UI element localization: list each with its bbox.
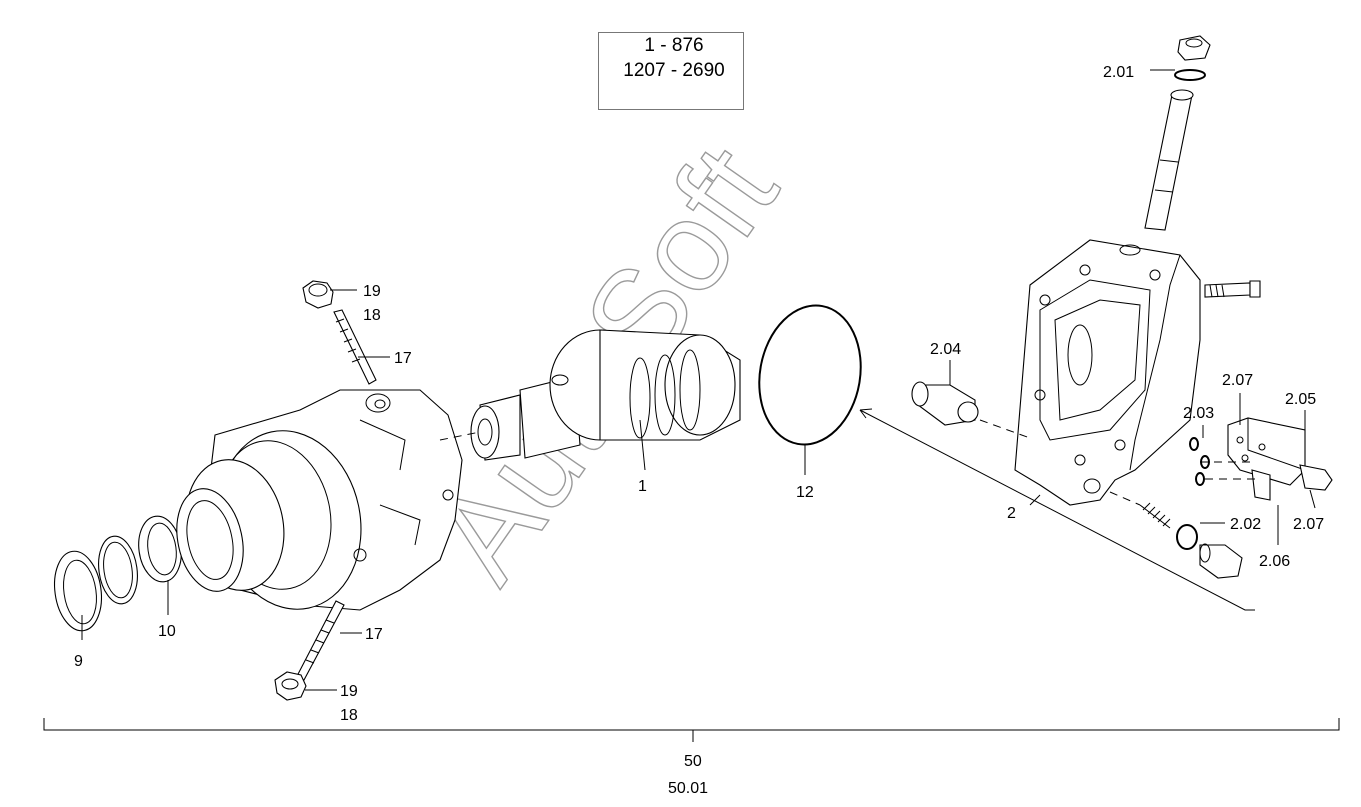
label-2-07-bottom: 2.07 <box>1293 516 1324 533</box>
label-50: 50 <box>684 753 702 770</box>
part-2-01-plug[interactable] <box>1177 35 1211 61</box>
part-10-ring[interactable] <box>135 513 186 584</box>
part-2-02-plug[interactable] <box>1199 543 1243 579</box>
label-2-05: 2.05 <box>1285 391 1316 408</box>
label-2-06: 2.06 <box>1259 553 1290 570</box>
housing[interactable] <box>168 389 463 623</box>
label-18-top: 18 <box>363 307 381 324</box>
part-19-nut-bottom[interactable] <box>274 671 307 701</box>
label-17-top: 17 <box>394 350 412 367</box>
part-19-nut-top[interactable] <box>302 280 334 309</box>
part-17-stud-top[interactable] <box>333 309 377 385</box>
label-50-01: 50.01 <box>668 780 708 797</box>
label-9: 9 <box>74 653 83 670</box>
label-2-03: 2.03 <box>1183 405 1214 422</box>
label-18-bottom: 18 <box>340 707 358 724</box>
label-2-04: 2.04 <box>930 341 961 358</box>
part-2-bolt[interactable] <box>1204 280 1261 298</box>
part-17-stud-bottom[interactable] <box>295 600 345 681</box>
part-2-01-spool[interactable] <box>1144 89 1194 231</box>
part-2-port-plate[interactable] <box>1014 239 1201 506</box>
part-1-cylinder-block[interactable] <box>470 329 741 461</box>
label-2-01: 2.01 <box>1103 64 1134 81</box>
label-2-07-top: 2.07 <box>1222 372 1253 389</box>
serial-range-box: 1 - 876 1207 - 2690 <box>598 32 744 110</box>
part-2-04-cartridge[interactable] <box>911 381 979 426</box>
label-1: 1 <box>638 478 647 495</box>
label-19-top: 19 <box>363 283 381 300</box>
part-9-circlip[interactable] <box>50 548 107 634</box>
part-2-02-spring[interactable] <box>1139 502 1171 529</box>
part-2-02-oring[interactable] <box>1176 524 1198 550</box>
serial-range-line-1: 1 - 876 <box>644 35 704 56</box>
serial-range-line-2: 1207 - 2690 <box>623 60 725 81</box>
label-12: 12 <box>796 484 814 501</box>
part-2-05-valve-block[interactable] <box>1227 417 1333 501</box>
label-2-02: 2.02 <box>1230 516 1261 533</box>
part-2-01-oring[interactable] <box>1174 69 1206 81</box>
part-12-oring[interactable] <box>749 297 872 452</box>
label-19-bottom: 19 <box>340 683 358 700</box>
label-2: 2 <box>1007 505 1016 522</box>
assembly-bracket <box>43 718 1340 742</box>
part-9-shim[interactable] <box>94 534 141 607</box>
label-17-bottom: 17 <box>365 626 383 643</box>
label-10: 10 <box>158 623 176 640</box>
